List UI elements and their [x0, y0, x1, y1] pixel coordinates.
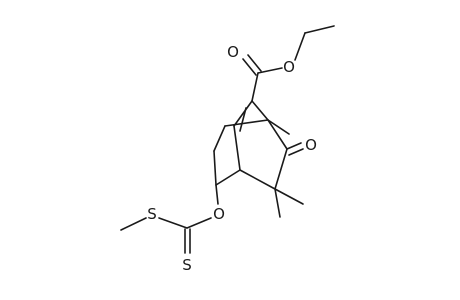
- bond-bridge-to-co-carbon: [213, 150, 217, 186]
- bond-c1-bridge: [224, 119, 269, 127]
- bond-ester-o-ch2: [294, 32, 306, 61]
- bond-alkene-bridgehead-1: [251, 100, 269, 121]
- bond-alkene-double-a: [233, 100, 253, 127]
- bond-gemdimethyl-c4: [239, 169, 276, 190]
- bond-carbon-xanthate-o: [215, 184, 219, 205]
- atom-label-ketone-oxygen: O: [305, 136, 317, 154]
- bond-s-methyl: [120, 217, 147, 231]
- atom-label-ester-carbonyl-oxygen: O: [227, 43, 239, 61]
- atom-label-xanthate-oxygen: O: [213, 205, 225, 223]
- bond-lines: [120, 25, 335, 254]
- bond-ester-c-o-double-a: [242, 58, 257, 76]
- bond-xanthate-o-c: [186, 217, 212, 229]
- bond-ethyl-ch2-ch3: [304, 25, 335, 34]
- bond-ketone-double-b: [288, 148, 304, 156]
- bond-gem-methyl-b: [274, 188, 304, 205]
- atom-labels: O O O O S S: [147, 43, 317, 274]
- bond-bridge-down: [213, 125, 226, 152]
- atom-label-thione-sulfur: S: [182, 256, 192, 274]
- bond-alkene-bridgehead-4: [233, 125, 241, 171]
- atom-label-thioether-sulfur: S: [147, 205, 157, 223]
- bond-ketone-gemdimethyl: [274, 148, 288, 190]
- bond-co-carbon-c4: [215, 169, 241, 186]
- bond-ester-c-alkene: [251, 72, 259, 102]
- bond-ketone-double-a: [286, 142, 302, 150]
- bond-gem-methyl-a: [274, 188, 281, 218]
- bond-c1-methyl: [267, 119, 290, 135]
- bond-ester-c-o-single: [257, 67, 283, 74]
- bond-ester-c-o-double-b: [247, 54, 262, 72]
- bond-c1-ketone: [267, 119, 288, 150]
- bond-c-s-thioether: [158, 217, 188, 229]
- bond-alkene-double-b: [239, 107, 247, 132]
- atom-label-ester-ether-oxygen: O: [283, 58, 295, 76]
